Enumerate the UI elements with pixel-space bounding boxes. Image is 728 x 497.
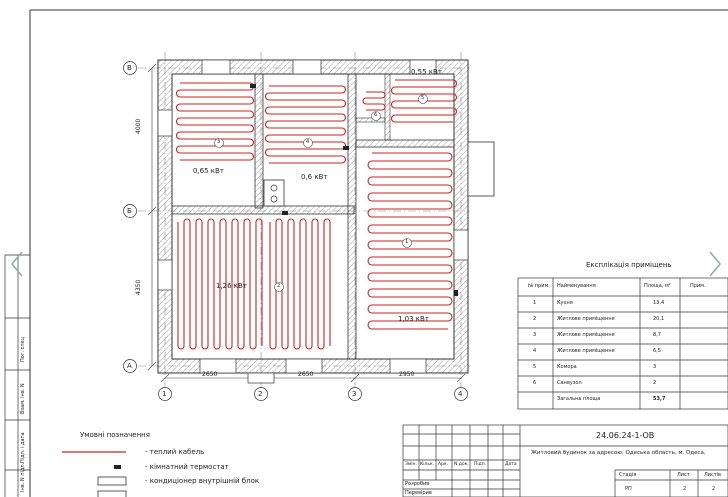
- explication-header: № прим.: [528, 283, 550, 289]
- stage-header: Листів: [704, 472, 722, 478]
- explication-header: Найменування: [557, 283, 596, 289]
- axis-bubbles: [123, 61, 468, 401]
- dimension-label: 4000: [135, 118, 142, 134]
- room-number: 1: [405, 239, 409, 245]
- room-power: 0,55 кВт: [411, 68, 442, 76]
- stage-header: Лист: [677, 472, 690, 478]
- project-code: 24.06.24-1-ОВ: [596, 431, 655, 440]
- title-block-column-header: Змін.: [405, 462, 417, 467]
- title-block-column-header: N док.: [454, 462, 469, 467]
- explication-table-grid: [517, 277, 728, 410]
- stage-header: Стадія: [619, 472, 637, 478]
- title-block-column-header: Дата: [505, 462, 517, 467]
- heating-cable-room-3: [175, 82, 255, 161]
- explication-total-value: 53,7: [653, 396, 666, 402]
- explication-header: Прим.: [690, 283, 706, 289]
- legend-title: Умовні позначення: [80, 431, 150, 439]
- legend-item-ac-unit: - кондиціонер внутрішній блок: [145, 477, 260, 485]
- heating-cables: [175, 79, 458, 350]
- axis-row-label: В: [127, 64, 132, 72]
- stage-value: РП: [625, 486, 632, 492]
- dimension-label: 2650: [202, 371, 218, 378]
- axis-col-label: 2: [258, 390, 263, 398]
- dimension-label: 2650: [298, 371, 314, 378]
- explication-cell-num: 4: [533, 348, 537, 354]
- heating-cable-room-4: [264, 85, 347, 164]
- legend-item-thermostat: - кімнатний термостат: [145, 463, 229, 471]
- explication-cell-num: 1: [533, 300, 537, 306]
- title-block-column-header: Підп.: [474, 462, 487, 467]
- explication-cell-name: Житлове приміщення: [557, 332, 615, 338]
- chevron-right-icon: [709, 251, 722, 277]
- explication-total-label: Загальна площа: [557, 396, 601, 402]
- explication-cell-area: 2: [653, 380, 657, 386]
- axis-col-label: 1: [162, 390, 167, 398]
- axis-col-label: 4: [458, 390, 463, 398]
- room-number: 3: [217, 139, 221, 145]
- side-stamp-label: Підп. і дата: [20, 432, 26, 463]
- axis-row-label: Б: [127, 207, 132, 215]
- next-page-button[interactable]: [704, 246, 726, 282]
- thermostats: [250, 84, 458, 296]
- project-description: Житловий будинок за адресою: Одеська обл…: [531, 450, 706, 456]
- legend-symbols: [62, 451, 127, 497]
- explication-header: Площа, м²: [644, 283, 671, 289]
- explication-cell-num: 3: [533, 332, 537, 338]
- title-block-column-header: Арк.: [438, 462, 449, 467]
- explication-cell-area: 20,1: [653, 316, 665, 322]
- title-block-column-header: Кільк.: [420, 462, 435, 467]
- room-power: 1,26 кВт: [216, 282, 247, 290]
- title-block-grid: [402, 424, 728, 497]
- heating-cable-room-2-right: [269, 218, 331, 350]
- stamp-row-checker: Перевірив: [405, 490, 432, 496]
- room-markers: [214, 94, 428, 292]
- side-stamp: [4, 254, 30, 497]
- explication-cell-name: Житлове приміщення: [557, 348, 615, 354]
- explication-cell-area: 13,4: [653, 300, 665, 306]
- side-stamp-label: Інв. N підл.: [20, 462, 26, 492]
- room-power: 0,65 кВт: [193, 167, 224, 175]
- heating-cable-room-6: [362, 91, 386, 111]
- heating-cable-room-2-left: [177, 218, 263, 350]
- explication-cell-num: 5: [533, 364, 537, 370]
- side-stamp-label: Взам. інв. N: [20, 383, 26, 414]
- stamp-row-developer: Розробив: [405, 481, 430, 487]
- stage-value: 2: [712, 486, 716, 492]
- explication-cell-num: 6: [533, 380, 537, 386]
- axis-col-label: 3: [352, 390, 357, 398]
- side-stamp-label: Пог. спец: [20, 336, 26, 362]
- explication-cell-area: 3: [653, 364, 657, 370]
- room-number: 6: [374, 112, 378, 118]
- explication-cell-name: Комора: [557, 364, 577, 370]
- explication-cell-name: Санвузол: [557, 380, 582, 386]
- dimension-label: 2950: [399, 371, 415, 378]
- explication-cell-name: Кухня: [557, 300, 573, 306]
- explication-cell-name: Житлове приміщення: [557, 316, 615, 322]
- axis-row-label: А: [127, 362, 132, 370]
- building-walls: [157, 59, 495, 384]
- legend-item-cable: - теплий кабель: [145, 448, 205, 456]
- room-power: 0,6 кВт: [301, 173, 328, 181]
- room-number: 5: [421, 95, 425, 101]
- sheet-frame: [29, 9, 728, 497]
- chevron-left-icon: [10, 251, 23, 277]
- stage-value: 2: [683, 486, 687, 492]
- dimension-label: 4350: [135, 279, 142, 295]
- explication-title: Експлікація приміщень: [586, 261, 672, 269]
- prev-page-button[interactable]: [6, 246, 28, 282]
- room-number: 4: [306, 139, 310, 145]
- room-number: 2: [277, 283, 281, 289]
- explication-cell-num: 2: [533, 316, 537, 322]
- room-power: 1,03 кВт: [398, 315, 429, 323]
- explication-cell-area: 6,5: [653, 348, 661, 354]
- explication-cell-area: 8,7: [653, 332, 661, 338]
